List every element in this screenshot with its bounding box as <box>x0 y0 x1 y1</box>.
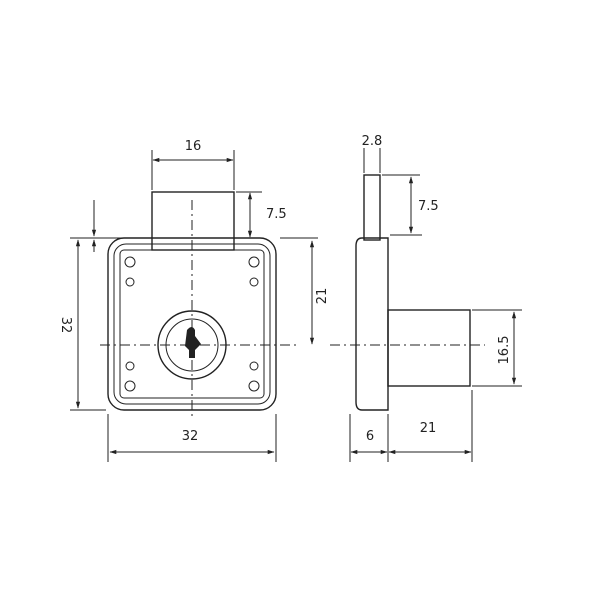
dim-plate-thickness: 6 <box>366 429 374 444</box>
bolt <box>151 191 235 251</box>
dim-bolt-width: 16 <box>185 139 202 154</box>
screw-holes <box>124 256 260 392</box>
side-plate <box>355 237 389 411</box>
dim-center-to-top: 21 <box>315 288 330 305</box>
side-view: 2.8 7.5 16.5 6 21 <box>330 134 522 462</box>
side-bolt <box>363 174 381 241</box>
front-view: 16 7.5 21 32 32 <box>58 139 330 462</box>
side-cylinder <box>387 309 471 387</box>
dim-cylinder-diameter: 16.5 <box>497 336 512 365</box>
dim-plate-height: 32 <box>58 317 73 334</box>
dim-cylinder-length: 21 <box>420 421 437 436</box>
dim-bolt-thickness: 2.8 <box>362 134 383 149</box>
keyhole-icon <box>185 327 201 358</box>
dim-plate-width: 32 <box>182 429 199 444</box>
dim-side-bolt-projection: 7.5 <box>418 199 439 214</box>
dim-bolt-projection: 7.5 <box>266 207 287 222</box>
